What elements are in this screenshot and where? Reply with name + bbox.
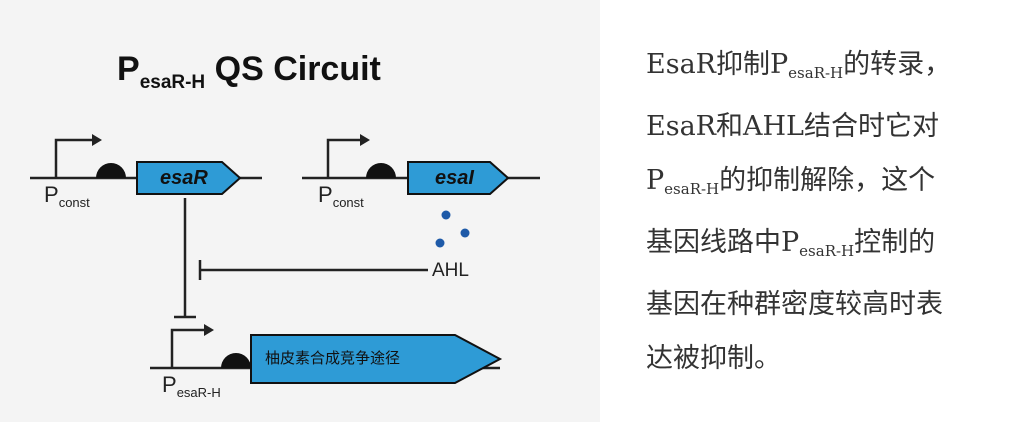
ahl-molecule [460, 228, 470, 238]
description-line: 基因线路中PesaR-H控制的 [646, 227, 936, 260]
gene-label-naringenin-pathway: 柚皮素合成竞争途径 [265, 349, 401, 367]
description-line: EsaR和AHL结合时它对 [646, 111, 939, 142]
rbs-3 [221, 353, 251, 368]
ahl-molecule [435, 238, 445, 248]
description-line: PesaR-H的抑制解除，这个 [646, 165, 936, 198]
promoter-arrow-3 [170, 328, 204, 368]
promoter-arrowhead-1 [92, 134, 102, 146]
ahl-molecule [441, 210, 451, 220]
promoter-label-esar-h: PesaR-H [162, 372, 221, 400]
ahl-label: AHL [432, 260, 469, 281]
promoter-label-const-2: Pconst [318, 182, 364, 210]
promoter-arrowhead-2 [360, 134, 370, 146]
circuit-diagram-panel: PesaR-H QS Circuit Pconst Pconst esaR es… [0, 0, 600, 422]
gene-3-shape [250, 334, 503, 384]
description-line: 达被抑制。 [646, 343, 781, 374]
gene-esar-shape [136, 161, 242, 195]
gene-esai-shape [407, 161, 510, 195]
circuit-title: PesaR-H QS Circuit [117, 50, 381, 93]
promoter-arrow-2 [326, 138, 360, 178]
promoter-arrow-1 [54, 138, 92, 178]
circuit-diagram [30, 134, 540, 384]
gene-label-esai: esaI [435, 167, 474, 189]
description-text: EsaR抑制PesaR-H的转录， EsaR和AHL结合时它对 PesaR-H的… [646, 38, 1016, 386]
rbs-1 [96, 163, 126, 178]
promoter-arrowhead-3 [204, 324, 214, 336]
description-line: 基因在种群密度较高时表 [646, 289, 943, 320]
description-line: EsaR抑制PesaR-H的转录， [646, 49, 952, 82]
gene-label-esar: esaR [160, 167, 208, 189]
rbs-2 [366, 163, 396, 178]
promoter-label-const-1: Pconst [44, 182, 90, 210]
